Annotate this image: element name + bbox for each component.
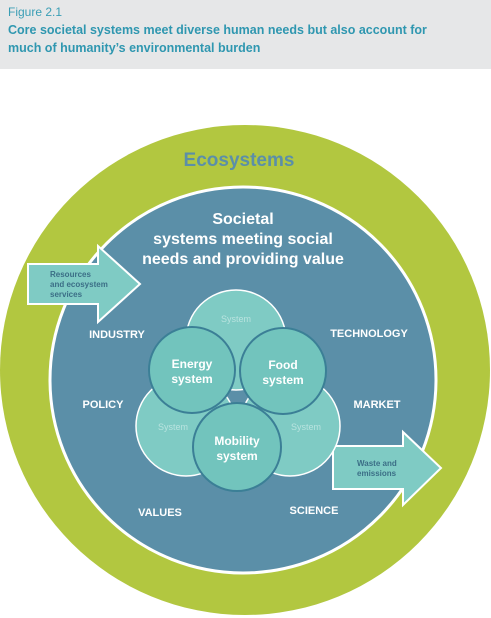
resources-arrow-line-2: and ecosystem (50, 280, 108, 289)
figure-header: Figure 2.1 Core societal systems meet di… (0, 0, 491, 69)
resources-arrow-line-1: Resources (50, 270, 91, 279)
waste-arrow-shape (332, 429, 443, 508)
center-title: Societal systems meeting social needs an… (142, 211, 344, 268)
waste-arrow-line-1: Waste and (357, 459, 397, 468)
figure-title-line-1: Core societal systems meet diverse human… (8, 23, 427, 37)
resources-arrow: Resources and ecosystem services (27, 243, 142, 325)
mobility-system (192, 402, 282, 492)
context-science: SCIENCE (290, 505, 339, 517)
mobility-system-line-2: system (216, 449, 257, 463)
center-title-line-3: needs and providing value (142, 251, 344, 268)
context-industry: INDUSTRY (89, 329, 145, 341)
context-values: VALUES (138, 507, 182, 519)
center-title-line-2: systems meeting social (153, 231, 333, 248)
named-systems: Energy system Food system Mobility syste… (148, 326, 327, 492)
ecosystems-label: Ecosystems (184, 150, 295, 171)
context-market: MARKET (353, 399, 400, 411)
food-system-line-2: system (262, 373, 303, 387)
energy-system-line-2: system (171, 372, 212, 386)
context-policy: POLICY (83, 399, 125, 411)
energy-system-line-1: Energy (172, 357, 213, 371)
center-title-line-1: Societal (212, 211, 273, 228)
context-technology: TECHNOLOGY (330, 328, 408, 340)
resources-arrow-shape (27, 243, 142, 325)
figure-number: Figure 2.1 (8, 5, 63, 19)
energy-system (148, 326, 236, 414)
food-system-line-1: Food (268, 358, 297, 372)
waste-arrow: Waste and emissions (332, 429, 443, 508)
generic-system-top-label: System (221, 314, 251, 324)
food-system (239, 327, 327, 415)
figure-title: Core societal systems meet diverse human… (8, 21, 483, 57)
waste-arrow-line-2: emissions (357, 469, 397, 478)
generic-system-left-label: System (158, 422, 188, 432)
mobility-system-line-1: Mobility (214, 434, 260, 448)
resources-arrow-line-3: services (50, 290, 83, 299)
context-labels: INDUSTRY TECHNOLOGY POLICY MARKET VALUES… (83, 328, 409, 519)
figure-title-line-2: much of humanity’s environmental burden (8, 41, 261, 55)
generic-system-right-label: System (291, 422, 321, 432)
